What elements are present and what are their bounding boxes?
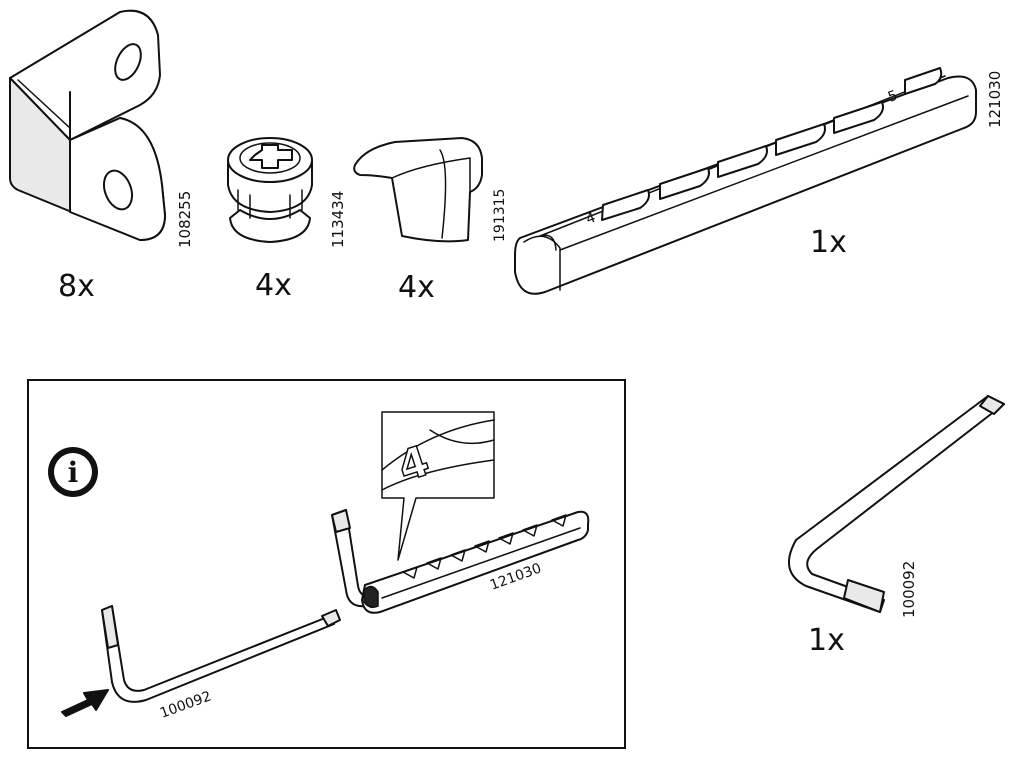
info-icon: i [48,447,98,497]
bracket-quantity: 8x [58,269,95,304]
cam-lock-quantity: 4x [255,268,292,303]
cap-part: 191315 4x [353,137,508,305]
cap-part-number: 191315 [492,189,508,242]
allen-key-quantity: 1x [808,623,845,658]
allen-key-part: 100092 1x [787,395,1005,658]
bracket-part: 108255 8x [9,9,194,304]
rail-part: 4 5 121030 1x [514,67,1004,295]
arrow-icon [61,689,109,717]
cap-quantity: 4x [398,270,435,305]
bracket-part-number: 108255 [176,191,194,248]
allen-key-part-number: 100092 [900,561,918,618]
info-panel: i 100092 121030 [27,379,626,749]
rail-part-number: 121030 [986,71,1004,128]
rail-slots [601,67,943,221]
info-icon-letter: i [68,456,79,489]
cam-lock-part: 113434 4x [227,137,347,303]
rail-quantity: 1x [810,225,847,260]
zoom-callout: 4 [381,411,495,561]
cam-lock-part-number: 113434 [329,191,347,248]
